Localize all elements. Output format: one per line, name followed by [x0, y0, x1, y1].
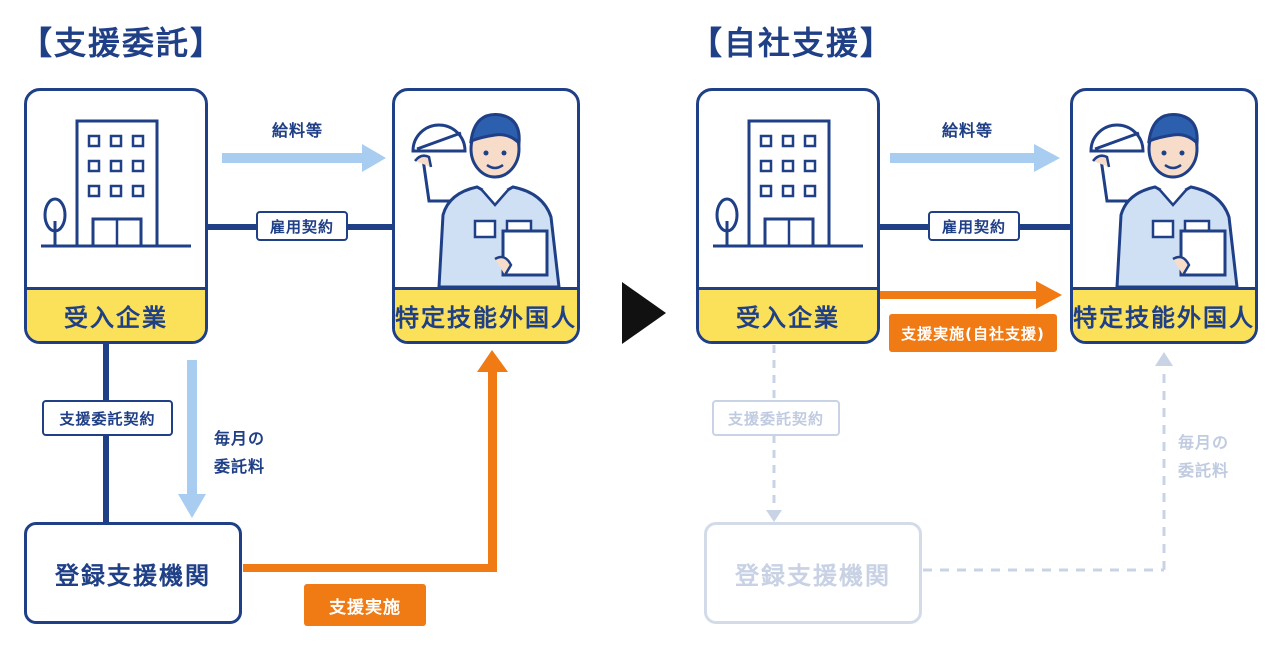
right-self-support-tag: 支援実施(自社支援)	[889, 314, 1057, 352]
left-worker-label: 特定技能外国人	[395, 287, 577, 341]
left-worker-card: 特定技能外国人	[392, 88, 580, 344]
left-salary-arrow	[222, 144, 386, 172]
right-title: 【自社支援】	[690, 24, 895, 62]
worker-icon	[1073, 91, 1255, 289]
left-monthly-fee-line1: 毎月の	[214, 429, 266, 448]
left-employment-contract: 雇用契約	[256, 211, 348, 241]
left-salary-label: 給料等	[272, 121, 324, 140]
building-icon	[27, 91, 205, 287]
right-salary-arrow	[890, 144, 1060, 172]
right-employment-contract: 雇用契約	[928, 211, 1020, 241]
right-faded-consignment-arrow	[766, 345, 782, 522]
right-consignment-contract: 支援委託契約	[712, 400, 840, 436]
left-support-tag: 支援実施	[304, 584, 426, 626]
right-worker-label: 特定技能外国人	[1073, 287, 1255, 341]
right-self-support-arrow	[878, 281, 1062, 309]
left-company-card: 受入企業	[24, 88, 208, 344]
right-faded-fee-arrow	[923, 352, 1173, 572]
right-monthly-fee-line2: 委託料	[1178, 461, 1230, 480]
right-salary-label: 給料等	[942, 121, 994, 140]
right-support-org: 登録支援機関	[704, 522, 922, 624]
worker-icon	[395, 91, 577, 289]
play-arrow-icon	[622, 282, 666, 344]
left-consignment-contract: 支援委託契約	[42, 400, 173, 436]
left-monthly-fee-line2: 委託料	[214, 457, 266, 476]
building-icon	[699, 91, 877, 287]
right-worker-card: 特定技能外国人	[1070, 88, 1258, 344]
left-company-label: 受入企業	[27, 287, 205, 341]
right-company-card: 受入企業	[696, 88, 880, 344]
right-monthly-fee-line1: 毎月の	[1178, 433, 1230, 452]
right-company-label: 受入企業	[699, 287, 877, 341]
left-title: 【支援委託】	[20, 24, 225, 62]
left-support-org: 登録支援機関	[24, 522, 242, 624]
left-monthly-fee-arrow	[178, 360, 206, 518]
left-support-arrow	[243, 350, 508, 572]
